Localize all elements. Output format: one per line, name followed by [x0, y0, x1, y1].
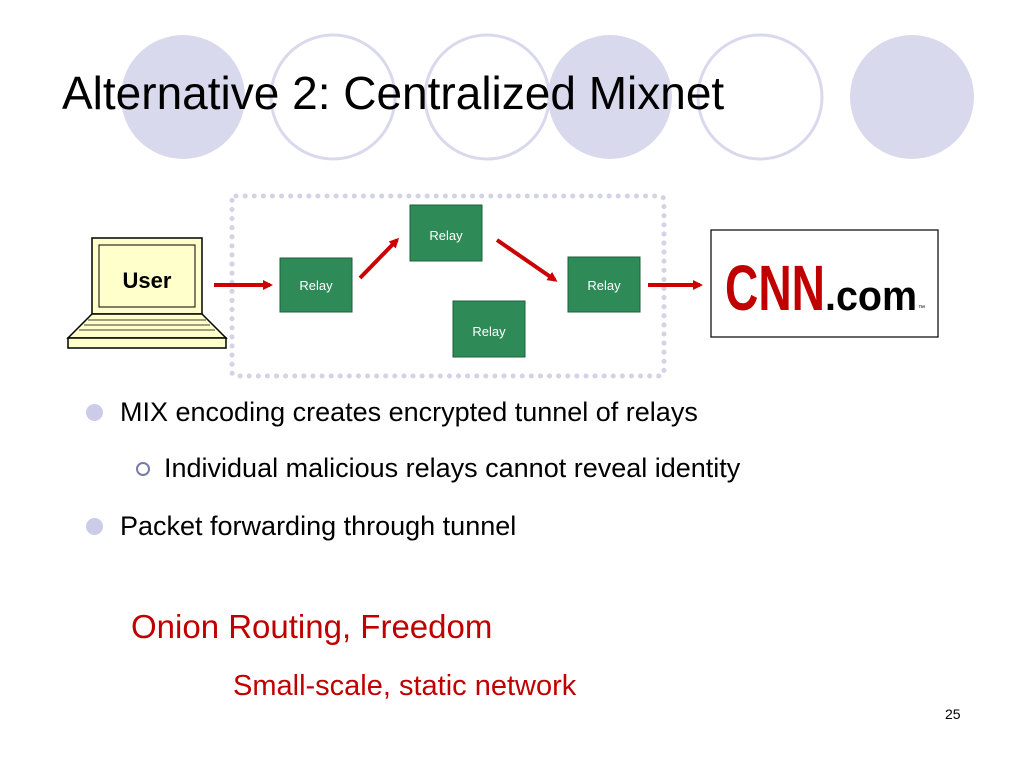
user-label: User: [123, 268, 172, 293]
decorative-circles: [121, 33, 974, 161]
deco-circle-outline-1: [269, 33, 397, 161]
relay-label-entry: Relay: [299, 278, 333, 293]
deco-circle-filled-1: [121, 35, 245, 159]
deco-circle-outline-3: [696, 33, 824, 161]
sub-bullet-item: Individual malicious relays cannot revea…: [135, 451, 980, 509]
bullet-item: Packet forwarding through tunnel: [80, 509, 980, 565]
relay-node-bottom: [452, 300, 526, 358]
bullet-list: MIX encoding creates encrypted tunnel of…: [80, 395, 980, 565]
relay-node-entry: [279, 257, 353, 313]
deco-circle-filled-2: [548, 35, 672, 159]
cnn-logo: CNN: [725, 252, 825, 324]
relay-label-exit: Relay: [587, 278, 621, 293]
user-laptop-icon: [66, 237, 228, 349]
slide-title: Alternative 2: Centralized Mixnet: [62, 67, 725, 119]
bullet-dot-icon: [86, 518, 103, 535]
mixnet-diagram: User Relay Relay Relay Relay CNN .com ™: [66, 193, 939, 379]
bullet-dot-icon: [86, 404, 103, 421]
relay-node-exit: [567, 256, 641, 313]
trademark-label: ™: [918, 305, 925, 312]
mixnet-boundary: [229, 193, 667, 379]
bullet-item: MIX encoding creates encrypted tunnel of…: [80, 395, 980, 451]
page-number: 25: [945, 706, 961, 722]
bullet-ring-icon: [136, 462, 150, 476]
relay-label-top: Relay: [429, 228, 463, 243]
sub-bullet-text: Individual malicious relays cannot revea…: [164, 453, 741, 483]
destination-box: [710, 229, 939, 338]
note-small-scale: Small-scale, static network: [233, 670, 577, 702]
dotcom-label: .com: [825, 272, 917, 319]
note-onion-routing: Onion Routing, Freedom: [131, 608, 493, 645]
bullet-text: MIX encoding creates encrypted tunnel of…: [120, 397, 698, 427]
deco-circle-filled-3: [850, 35, 974, 159]
bullet-text: Packet forwarding through tunnel: [120, 511, 517, 541]
relay-node-top: [409, 204, 483, 262]
relay-label-bottom: Relay: [472, 324, 506, 339]
arrow-top-to-exit: [495, 238, 558, 282]
arrow-relay-to-top: [358, 237, 400, 280]
